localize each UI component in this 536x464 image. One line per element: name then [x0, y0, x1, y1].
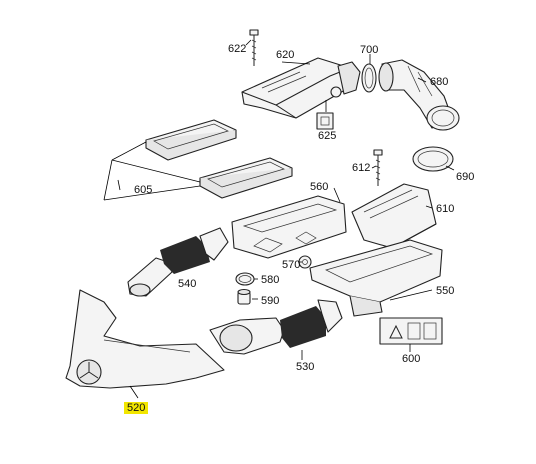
callout-540: 540: [178, 278, 197, 290]
tray-560: [231, 195, 347, 259]
callout-700: 700: [360, 44, 379, 56]
leader-lines: [117, 39, 455, 399]
engine-cover-520: [65, 289, 225, 389]
callout-550: 550: [436, 285, 455, 297]
filter-bracket-lines: [103, 141, 201, 201]
warning-label-600: [379, 317, 443, 345]
duct-530: [209, 299, 343, 355]
callout-680: 680: [430, 76, 449, 88]
gasket-690: [412, 146, 454, 172]
intake-housing-620: [241, 57, 361, 119]
elbow-duct-680: [378, 59, 460, 131]
duct-540: [127, 227, 229, 297]
clamp-580: [235, 272, 255, 286]
clip-625: [316, 112, 334, 130]
fastener-590: [237, 288, 251, 305]
bolt-612: [373, 149, 383, 186]
callout-605: 605: [134, 184, 153, 196]
callout-610: 610: [436, 203, 455, 215]
callout-590: 590: [261, 295, 280, 307]
lower-housing-550: [309, 239, 443, 317]
bolt-622: [249, 29, 259, 66]
callout-625: 625: [318, 130, 337, 142]
callout-612: 612: [352, 162, 371, 174]
callout-520-highlighted: 520: [124, 402, 149, 414]
ring-700: [361, 63, 377, 93]
callout-622: 622: [228, 43, 247, 55]
callout-570: 570: [282, 259, 301, 271]
callout-690: 690: [456, 171, 475, 183]
callout-530: 530: [296, 361, 315, 373]
callout-560: 560: [310, 181, 329, 193]
callout-600: 600: [402, 353, 421, 365]
callout-620: 620: [276, 49, 295, 61]
air-filter-605-lower: [199, 157, 293, 199]
housing-cover-610: [351, 183, 437, 249]
callout-580: 580: [261, 274, 280, 286]
air-filter-605-upper: [145, 119, 237, 161]
